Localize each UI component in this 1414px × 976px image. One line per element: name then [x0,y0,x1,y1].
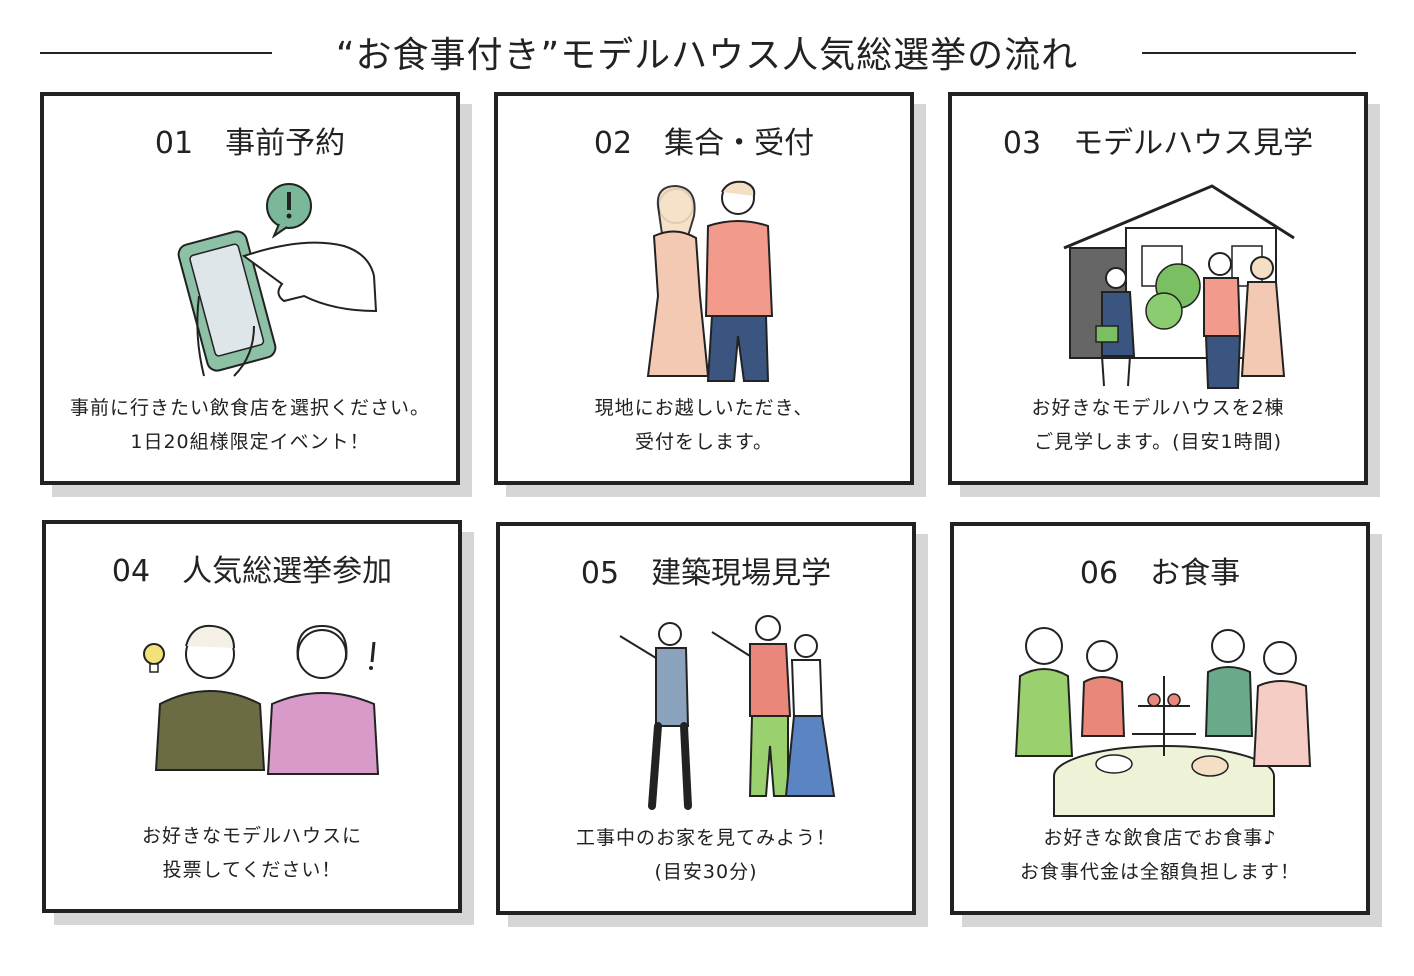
step-description-line: (目安30分) [654,861,758,883]
step-description: 事前に行きたい飲食店を選択ください。 1日20組様限定イベント！ [44,391,456,459]
header-rule-right [1142,52,1356,54]
step-number: 03 [1002,126,1042,161]
step-number: 02 [593,126,633,161]
step-heading: 03 モデルハウス見学 [952,118,1364,162]
step-number: 01 [154,126,194,161]
step-description-line: 投票してください！ [162,859,342,881]
step-card-01: 01 事前予約 事前に行きたい飲食店を選択ください。 1日20組様限定イベント！ [40,92,460,485]
step-description-line: ご見学します。(目安1時間) [1033,431,1282,453]
step-heading: 05 建築現場見学 [500,548,912,592]
step-title: モデルハウス見学 [1073,126,1314,161]
step-description-line: 事前に行きたい飲食店を選択ください。 [69,397,430,419]
step-number: 06 [1079,556,1119,591]
step-description: お好きな飲食店でお食事♪ お食事代金は全額負担します！ [954,821,1366,889]
step-title: お食事 [1150,556,1241,591]
step-heading: 01 事前予約 [44,118,456,162]
step-card-03: 03 モデルハウス見学 お好きなモデルハウスを2棟 ご見学します。(目安1時間) [948,92,1368,485]
step-description: 現地にお越しいただき、 受付をします。 [498,391,910,459]
step-number: 04 [111,554,151,589]
step-card-02: 02 集合・受付 現地にお越しいただき、 受付をします。 [494,92,914,485]
step-title: 事前予約 [225,126,346,161]
step-description: 工事中のお家を見てみよう！ (目安30分) [500,821,912,889]
step-description: お好きなモデルハウスを2棟 ご見学します。(目安1時間) [952,391,1364,459]
step-title: 集合・受付 [664,126,815,161]
step-number: 05 [580,556,620,591]
step-card-05: 05 建築現場見学 工事中のお家を見てみよう！ (目安30分) [496,522,916,915]
header-rule-left [40,52,272,54]
step-description-line: お好きなモデルハウスを2棟 [1031,397,1285,419]
step-card-06: 06 お食事 お好きな飲食店でお食事♪ お食事代金は全額負担します！ [950,522,1370,915]
step-description-line: 工事中のお家を見てみよう！ [575,827,836,849]
step-description: お好きなモデルハウスに 投票してください！ [46,819,458,887]
step-description-line: 1日20組様限定イベント！ [130,431,370,453]
model-house-tour-illustration [1063,184,1295,389]
step-card-04: 04 人気総選挙参加 お好きなモデルハウスに 投票してください！ [42,520,462,913]
page-title: “お食事付き”モデルハウス人気総選挙の流れ [335,35,1079,76]
voting-couple-illustration [143,624,380,775]
step-description-line: 現地にお越しいただき、 [594,397,814,419]
step-heading: 06 お食事 [954,548,1366,592]
page-header: “お食事付き”モデルハウス人気総選挙の流れ [0,22,1414,84]
step-description-line: お好きなモデルハウスに [141,825,362,847]
step-heading: 02 集合・受付 [498,118,910,162]
step-description-line: 受付をします。 [634,431,774,453]
smartphone-reservation-illustration [177,183,378,377]
step-heading: 04 人気総選挙参加 [46,546,458,590]
step-description-line: お食事代金は全額負担します！ [1019,861,1300,883]
group-meal-illustration [1014,627,1312,817]
construction-site-tour-illustration [619,615,836,810]
couple-reception-illustration [646,180,774,382]
step-description-line: お好きな飲食店でお食事♪ [1043,827,1277,849]
step-title: 人気総選挙参加 [182,554,393,589]
step-title: 建築現場見学 [651,556,832,591]
